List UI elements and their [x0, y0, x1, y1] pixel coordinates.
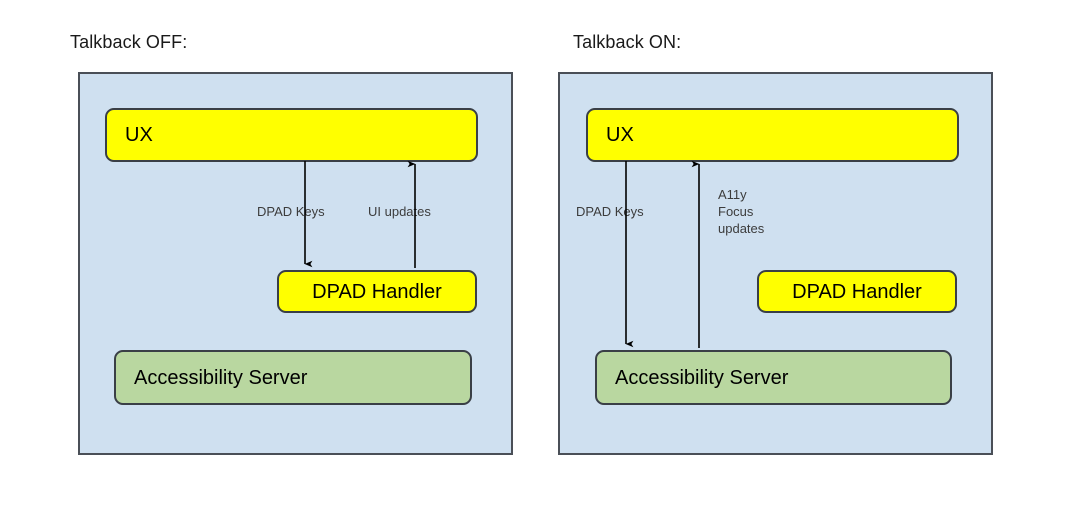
- panel-title-talkback-off: Talkback OFF:: [70, 32, 188, 52]
- panel-talkback-off: UX DPAD Handler Accessibility Server: [78, 72, 513, 455]
- panel-talkback-on: UX DPAD Handler Accessibility Server: [558, 72, 993, 455]
- panel-title-talkback-on: Talkback ON:: [573, 32, 682, 52]
- node-accessibility-server-on[interactable]: Accessibility Server: [595, 350, 952, 405]
- node-ux-off-label: UX: [125, 124, 153, 146]
- node-ux-on-label: UX: [606, 124, 634, 146]
- node-dpad-handler-off-label: DPAD Handler: [312, 280, 442, 303]
- node-ux-on[interactable]: UX: [586, 108, 959, 162]
- edge-label-a11y-focus-updates-on: A11y Focus updates: [718, 186, 788, 237]
- edge-label-a11y-line1: A11y: [718, 187, 747, 202]
- node-accessibility-server-on-label: Accessibility Server: [615, 366, 789, 389]
- node-accessibility-server-off-label: Accessibility Server: [134, 366, 308, 389]
- node-dpad-handler-on-label: DPAD Handler: [792, 280, 922, 303]
- edge-label-dpad-keys-on: DPAD Keys: [576, 204, 644, 219]
- edge-label-dpad-keys-off: DPAD Keys: [257, 204, 325, 219]
- node-dpad-handler-on[interactable]: DPAD Handler: [757, 270, 957, 313]
- edge-label-a11y-line3: updates: [718, 221, 765, 236]
- node-dpad-handler-off[interactable]: DPAD Handler: [277, 270, 477, 313]
- edge-label-ui-updates-off: UI updates: [368, 204, 431, 219]
- node-ux-off[interactable]: UX: [105, 108, 478, 162]
- edge-label-a11y-line2: Focus: [718, 204, 754, 219]
- node-accessibility-server-off[interactable]: Accessibility Server: [114, 350, 472, 405]
